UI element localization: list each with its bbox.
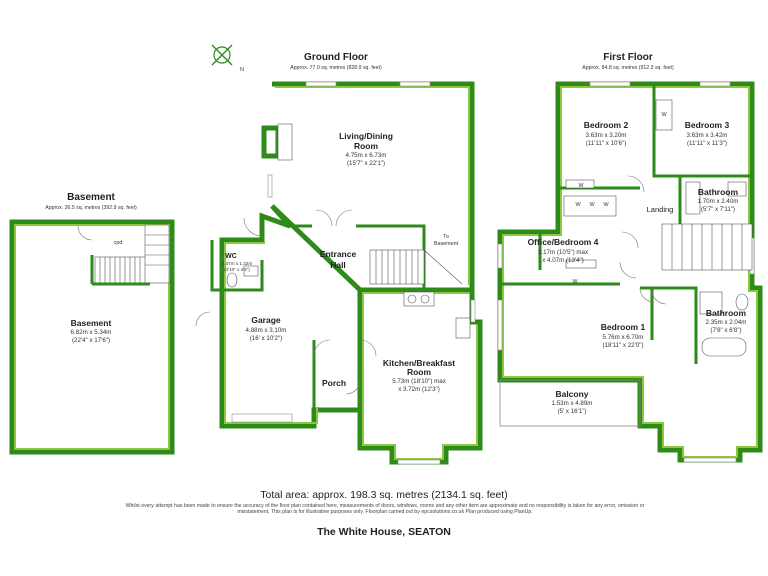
disclaimer: Whilst every attempt has been made to en… — [125, 503, 645, 516]
basement-room-imperial: (22'4" x 17'6") — [72, 337, 110, 344]
garage-metric: 4.88m x 3.10m — [246, 327, 287, 334]
living-room-name-2: Room — [354, 141, 379, 151]
basement-floor-title: Basement — [67, 192, 115, 203]
wardrobe-label: W — [572, 279, 578, 285]
first-floor-area: Approx. 84.8 sq. metres (912.3 sq. feet) — [582, 65, 674, 71]
property-name: The White House, SEATON — [317, 526, 451, 538]
office-imperial: x 4.07m (13'4") — [542, 257, 584, 264]
ensuite-metric: 2.35m x 2.04m — [706, 319, 747, 326]
bedroom1-name: Bedroom 1 — [601, 322, 646, 332]
basement-plan: Basement Approx. 36.5 sq. metres (392.9 … — [9, 192, 175, 455]
bathroom-upper-name: Bathroom — [698, 187, 739, 197]
first-floor-stairs — [661, 223, 753, 271]
basement-room-metric: 6.82m x 5.34m — [71, 329, 112, 336]
wc-imperial: (4'10" x 4'4") — [224, 267, 250, 272]
garage-imperial: (16' x 10'2") — [250, 335, 282, 342]
wardrobes: W W W W W W — [563, 99, 673, 285]
balcony-imperial: (5' x 16'1") — [558, 408, 587, 415]
basement-cupboard-label: cpd — [114, 240, 123, 246]
total-area: Total area: approx. 198.3 sq. metres (21… — [260, 489, 508, 501]
ground-floor-area: Approx. 77.0 sq. metres (828.9 sq. feet) — [290, 65, 382, 71]
hall-name-1: Entrance — [320, 249, 357, 259]
kitchen-metric: 5.73m (18'10") max — [392, 378, 446, 385]
ground-floor-plan: Ground Floor Approx. 77.0 sq. metres (82… — [195, 44, 483, 465]
bedroom2-name: Bedroom 2 — [584, 120, 629, 130]
bathroom-upper-imperial: (5'7" x 7'11") — [701, 206, 735, 213]
office-name: Office/Bedroom 4 — [528, 237, 599, 247]
to-basement-label-1: To — [443, 234, 449, 240]
wc-name: WC — [225, 253, 237, 260]
balcony-name: Balcony — [555, 389, 588, 399]
compass-icon: N — [211, 44, 244, 73]
bathroom-upper-metric: 1.70m x 2.40m — [698, 198, 739, 205]
bedroom3-name: Bedroom 3 — [685, 120, 730, 130]
wardrobe-label: W — [578, 183, 584, 189]
ground-floor-title: Ground Floor — [304, 52, 368, 63]
wc-metric: 1.47m x 1.32m — [222, 261, 253, 266]
porch-name: Porch — [322, 378, 346, 388]
ensuite-imperial: (7'8" x 6'8") — [710, 327, 741, 334]
basement-room-name: Basement — [71, 318, 112, 328]
balcony-metric: 1.53m x 4.89m — [552, 400, 593, 407]
to-basement-label-2: Basement — [434, 241, 459, 247]
wardrobe-label: W — [661, 112, 667, 118]
living-room-metric: 4.75m x 6.73m — [346, 152, 387, 159]
landing-name: Landing — [647, 205, 674, 214]
living-room-imperial: (15'7" x 22'1") — [347, 160, 385, 167]
garage-name: Garage — [251, 315, 281, 325]
ensuite-name: Bathroom — [706, 308, 747, 318]
hall-name-2: Hall — [330, 260, 346, 270]
wardrobe-label: W — [575, 202, 581, 208]
bedroom1-metric: 5.76m x 6.70m — [603, 334, 644, 341]
first-floor-plan: First Floor Approx. 84.8 sq. metres (912… — [497, 52, 763, 463]
kitchen-name-1: Kitchen/Breakfast — [383, 358, 455, 368]
kitchen-imperial: x 3.72m (12'3") — [398, 386, 440, 393]
compass-label: N — [240, 67, 244, 73]
office-metric: 3.17m (10'5") max — [538, 249, 589, 256]
bedroom3-metric: 3.63m x 3.42m — [687, 132, 728, 139]
basement-floor-area: Approx. 36.5 sq. metres (392.9 sq. feet) — [45, 205, 137, 211]
wardrobe-label: W — [589, 202, 595, 208]
bedroom3-imperial: (11'11" x 11'3") — [687, 140, 727, 147]
bedroom1-imperial: (18'11" x 22'0") — [602, 342, 643, 349]
wardrobe-label: W — [603, 202, 609, 208]
living-room-name-1: Living/Dining — [339, 131, 393, 141]
kitchen-name-2: Room — [407, 367, 432, 377]
bedroom2-metric: 3.63m x 3.20m — [586, 132, 627, 139]
basement-stairs — [77, 224, 170, 286]
first-floor-title: First Floor — [603, 52, 653, 63]
bedroom2-imperial: (11'11" x 10'6") — [586, 140, 627, 147]
ground-stairs — [369, 249, 463, 285]
